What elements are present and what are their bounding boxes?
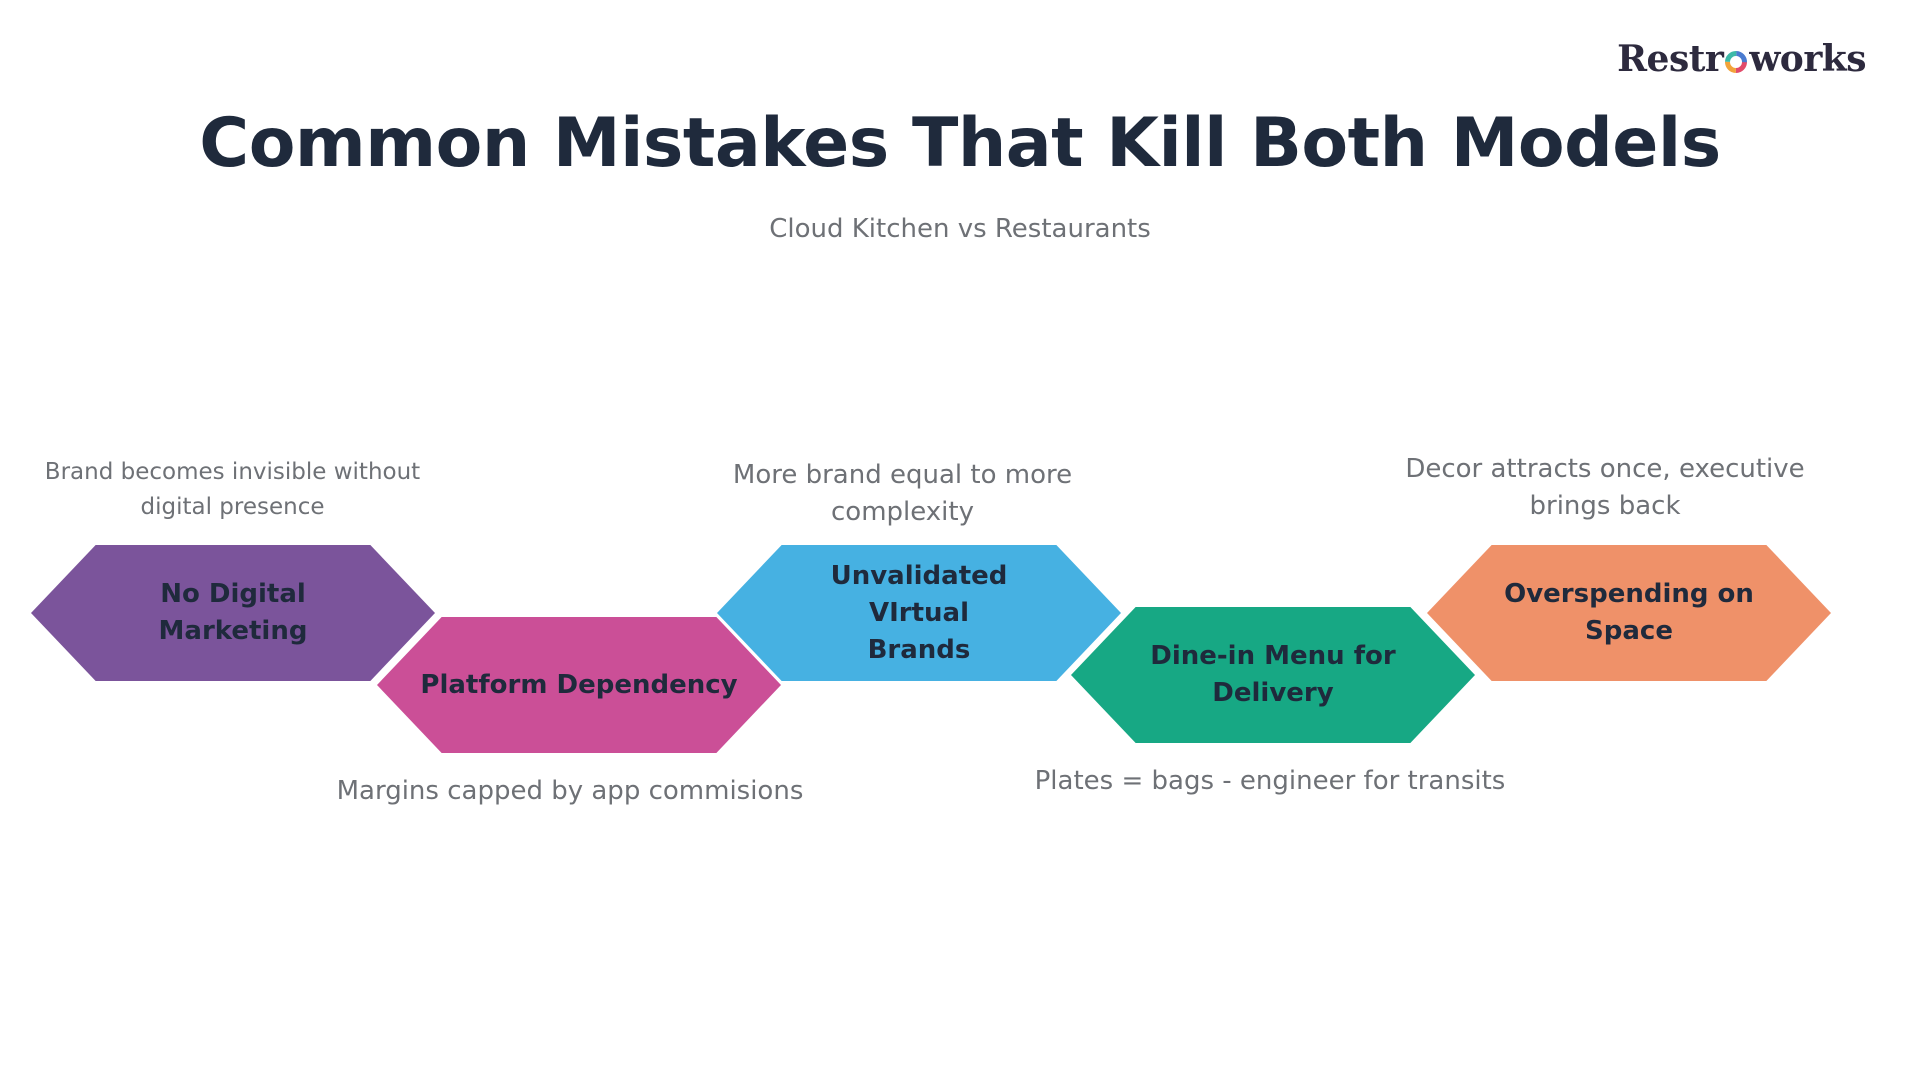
step-note: Decor attracts once, executive brings ba… xyxy=(1405,454,1805,521)
step-label: No Digital Marketing xyxy=(158,579,308,646)
step-hexagon-platform-dependency: Platform Dependency xyxy=(377,617,781,753)
restroworks-logo: Restr works xyxy=(1617,38,1866,80)
logo-text-start: Restr xyxy=(1617,38,1724,80)
page-subtitle: Cloud Kitchen vs Restaurants xyxy=(769,214,1151,244)
step-label: Unvalidated VIrtual Brands xyxy=(830,560,1008,665)
page-title: Common Mistakes That Kill Both Models xyxy=(199,104,1721,183)
step-note: Brand becomes invisible without digital … xyxy=(44,459,421,520)
logo-text-end: works xyxy=(1749,38,1866,80)
step-label: Dine-in Menu for Delivery xyxy=(1150,641,1396,708)
multicolor-ring-icon xyxy=(1725,51,1748,73)
step-note: Plates = bags - engineer for transits xyxy=(1034,766,1506,796)
step-note: More brand equal to more complexity xyxy=(732,460,1073,527)
step-label: Overspending on Space xyxy=(1504,579,1754,646)
step-hexagon-no-digital-marketing: No Digital Marketing xyxy=(31,545,435,681)
step-hexagon-overspending-on-space: Overspending on Space xyxy=(1427,545,1831,681)
step-hexagon-dine-in-menu-for-delivery: Dine-in Menu for Delivery xyxy=(1071,607,1475,743)
step-label: Platform Dependency xyxy=(420,669,738,700)
step-hexagon-unvalidated-virtual-brands: Unvalidated VIrtual Brands xyxy=(717,545,1121,681)
step-note: Margins capped by app commisions xyxy=(336,776,804,806)
